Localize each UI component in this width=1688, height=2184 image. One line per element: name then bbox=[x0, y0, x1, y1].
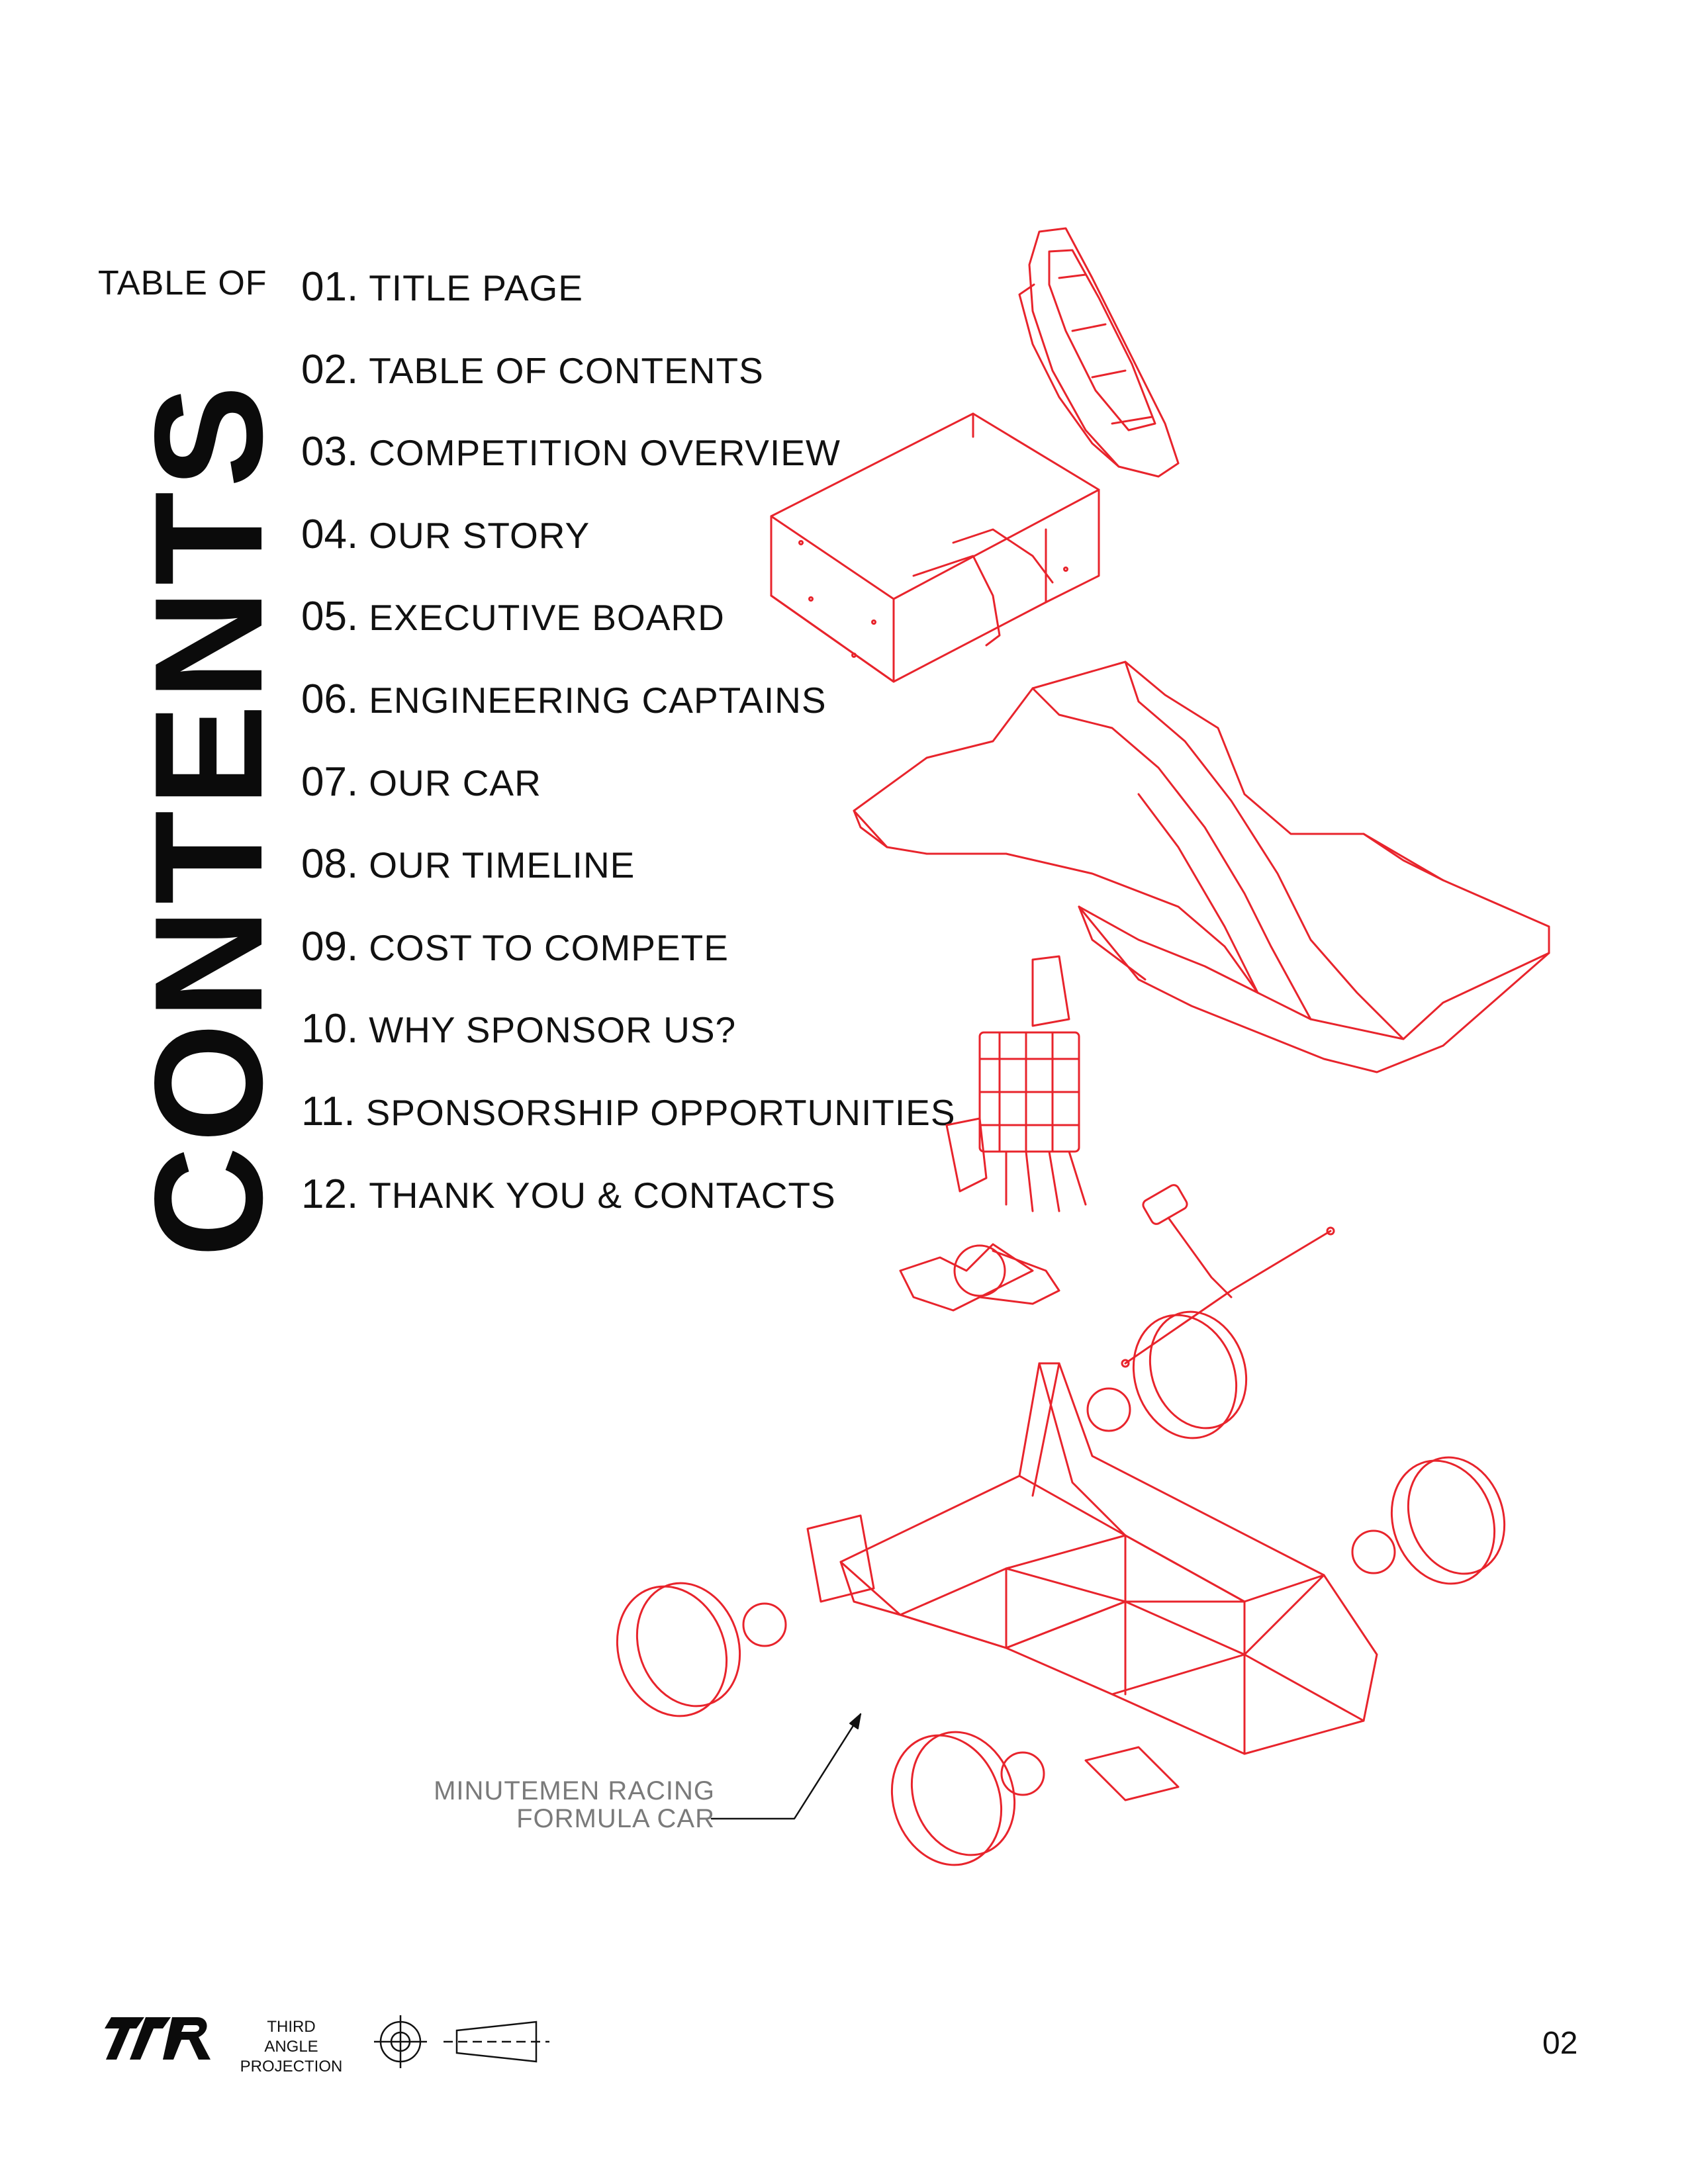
toc-heading-small: TABLE OF bbox=[98, 264, 267, 302]
toc-label: COMPETITION OVERVIEW bbox=[369, 432, 841, 474]
caption-arrowhead bbox=[849, 1713, 861, 1729]
toc-item[interactable]: 11.SPONSORSHIP OPPORTUNITIES bbox=[301, 1088, 1029, 1171]
caption-leader-line bbox=[710, 1713, 862, 1820]
exploded-car-illustration bbox=[616, 227, 1550, 1866]
toc-number: 07. bbox=[301, 758, 359, 805]
toc-item[interactable]: 07.OUR CAR bbox=[301, 758, 1029, 841]
toc-number: 10. bbox=[301, 1006, 359, 1052]
toc-label: EXECUTIVE BOARD bbox=[369, 597, 725, 639]
engine-illustration bbox=[945, 955, 1087, 1212]
toc-number: 12. bbox=[301, 1171, 359, 1217]
toc-list: 01.TITLE PAGE 02.TABLE OF CONTENTS 03.CO… bbox=[301, 263, 1029, 1253]
seat-illustration bbox=[1018, 227, 1180, 478]
toc-item[interactable]: 08.OUR TIMELINE bbox=[301, 841, 1029, 923]
toc-label: TITLE PAGE bbox=[369, 267, 583, 308]
chassis-frame-illustration bbox=[806, 1362, 1378, 1801]
toc-number: 04. bbox=[301, 511, 359, 557]
team-logo: MR bbox=[105, 2017, 211, 2060]
projection-label-line-2: PROJECTION bbox=[240, 2058, 343, 2075]
toc-item[interactable]: 01.TITLE PAGE bbox=[301, 263, 1029, 346]
toc-item[interactable]: 12.THANK YOU & CONTACTS bbox=[301, 1171, 1029, 1253]
toc-number: 08. bbox=[301, 841, 359, 887]
toc-label: OUR TIMELINE bbox=[369, 844, 635, 886]
caption-line-1: MINUTEMEN RACING bbox=[434, 1776, 715, 1805]
toc-number: 02. bbox=[301, 346, 359, 392]
toc-item[interactable]: 03.COMPETITION OVERVIEW bbox=[301, 428, 1029, 511]
toc-label: ENGINEERING CAPTAINS bbox=[369, 679, 827, 721]
caption-line-2: FORMULA CAR bbox=[516, 1804, 715, 1833]
toc-item[interactable]: 09.COST TO COMPETE bbox=[301, 923, 1029, 1006]
toc-number: 09. bbox=[301, 923, 359, 970]
toc-label: SPONSORSHIP OPPORTUNITIES bbox=[365, 1091, 956, 1133]
toc-label: OUR CAR bbox=[369, 762, 541, 803]
toc-item[interactable]: 02.TABLE OF CONTENTS bbox=[301, 346, 1029, 429]
toc-item[interactable]: 04.OUR STORY bbox=[301, 511, 1029, 594]
toc-number: 01. bbox=[301, 264, 359, 310]
toc-label: TABLE OF CONTENTS bbox=[369, 349, 764, 391]
rear-wing-illustration bbox=[770, 412, 1100, 683]
toc-label: WHY SPONSOR US? bbox=[369, 1009, 737, 1051]
body-nose-illustration bbox=[853, 660, 1550, 1073]
page-number: 02 bbox=[1542, 2026, 1578, 2061]
toc-label: THANK YOU & CONTACTS bbox=[369, 1174, 836, 1216]
steering-illustration bbox=[1121, 1184, 1335, 1368]
toc-item[interactable]: 10.WHY SPONSOR US? bbox=[301, 1005, 1029, 1088]
toc-label: COST TO COMPETE bbox=[369, 927, 729, 968]
toc-heading-big: CONTENTS bbox=[123, 381, 295, 1257]
third-angle-projection-icon bbox=[374, 2015, 549, 2068]
figure-caption: MINUTEMEN RACING FORMULA CAR bbox=[371, 1777, 715, 1833]
toc-item[interactable]: 05.EXECUTIVE BOARD bbox=[301, 593, 1029, 676]
toc-number: 03. bbox=[301, 429, 359, 475]
toc-number: 11. bbox=[301, 1088, 355, 1134]
projection-label-line-1: THIRD ANGLE bbox=[264, 2018, 318, 2056]
toc-item[interactable]: 06.ENGINEERING CAPTAINS bbox=[301, 676, 1029, 758]
drivetrain-illustration bbox=[899, 1243, 1060, 1312]
wheel-illustrations bbox=[616, 1310, 1506, 1866]
projection-label: THIRD ANGLE PROJECTION bbox=[238, 2017, 344, 2077]
toc-label: OUR STORY bbox=[369, 514, 590, 556]
toc-number: 06. bbox=[301, 676, 359, 722]
toc-number: 05. bbox=[301, 594, 359, 640]
